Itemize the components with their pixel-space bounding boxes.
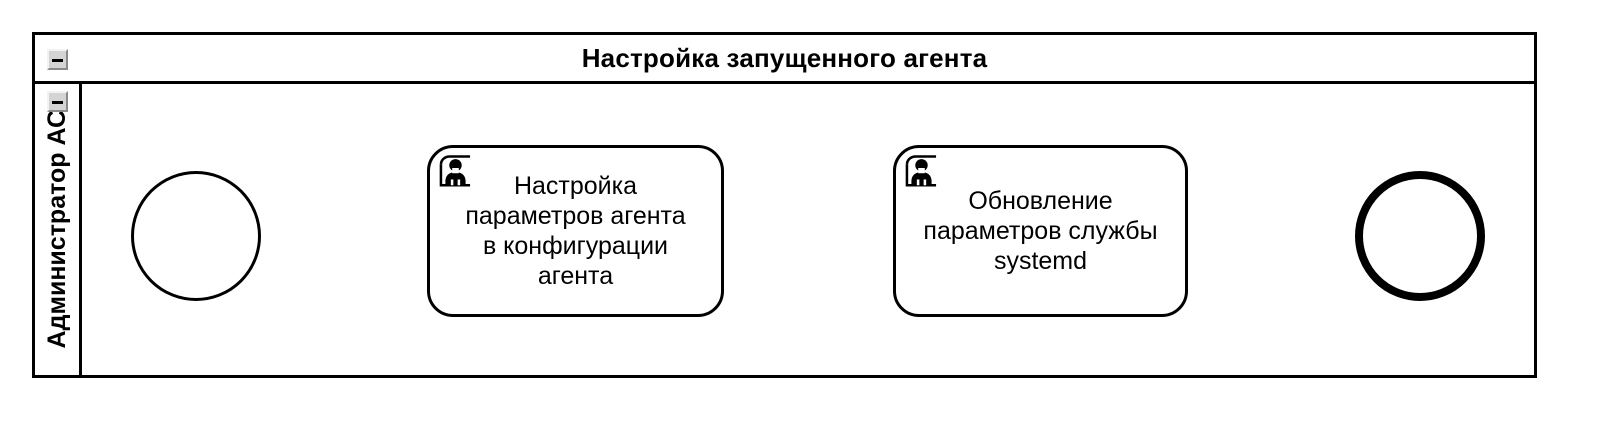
task-label: Обновление параметров службы systemd [923, 187, 1158, 275]
lane-label-wrapper: Администратор АС [35, 84, 79, 375]
task-label: Настройка параметров агента в конфигурац… [465, 172, 686, 290]
task-configure-agent-parameters[interactable]: Настройка параметров агента в конфигурац… [427, 145, 724, 317]
lane-body [82, 84, 1534, 375]
pool-title-band: Настройка запущенного агента [35, 35, 1534, 84]
start-event[interactable] [131, 171, 261, 301]
pool-title: Настройка запущенного агента [581, 42, 988, 73]
minus-square-icon[interactable] [47, 49, 68, 70]
task-update-systemd-service-parameters[interactable]: Обновление параметров службы systemd [893, 145, 1188, 317]
user-task-icon [439, 155, 471, 187]
user-task-icon [905, 155, 937, 187]
end-event[interactable] [1355, 171, 1485, 301]
pool-container: Настройка запущенного агента Администрат… [32, 32, 1537, 378]
lane-header: Администратор АС [35, 84, 82, 375]
lane-label: Администратор АС [42, 110, 71, 349]
minus-square-icon[interactable] [47, 91, 68, 112]
lane-administrator: Администратор АС [35, 84, 1534, 375]
